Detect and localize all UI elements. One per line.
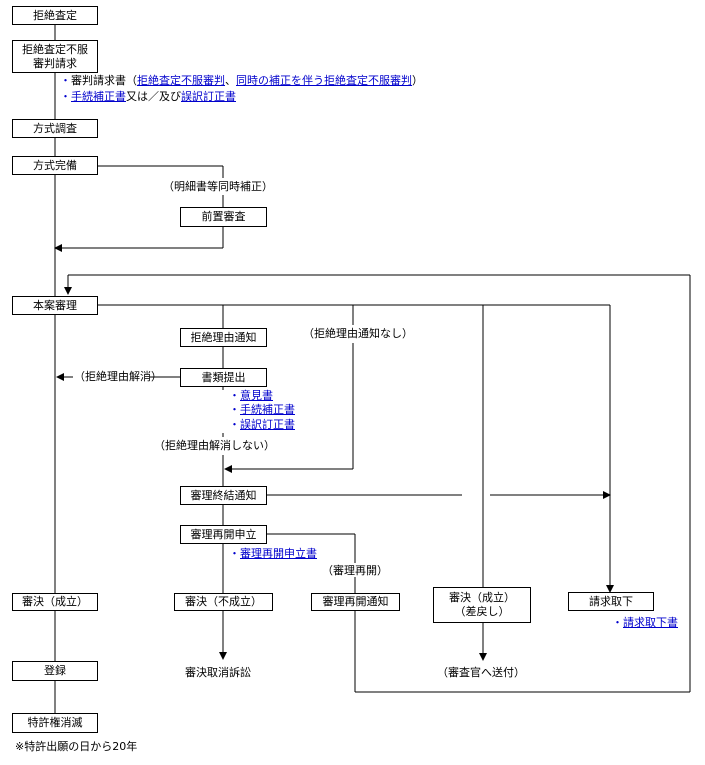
note-submission-opinion: ・意見書 [229, 389, 273, 403]
bullet: ・ [229, 418, 240, 431]
link-submission-correction[interactable]: 誤訳訂正書 [240, 418, 295, 431]
node-exam-end-notice: 審理終結通知 [180, 486, 267, 505]
note-mid: 又は／及び [126, 90, 181, 103]
node-pre-exam: 前置審査 [180, 207, 267, 227]
node-formality-done: 方式完備 [12, 156, 98, 175]
link-reopen-request-form[interactable]: 審理再開申立書 [240, 547, 317, 560]
link-written-opinion[interactable]: 意見書 [240, 389, 273, 402]
link-procedural-amendment[interactable]: 手続補正書 [71, 90, 126, 103]
link-submission-amendment[interactable]: 手続補正書 [240, 403, 295, 416]
note-suffix: ） [412, 74, 423, 87]
node-rejection-reason-notice: 拒絶理由通知 [180, 328, 267, 347]
note-submission-correction: ・誤訳訂正書 [229, 418, 295, 432]
label-reopened: （審理再開） [322, 564, 388, 578]
note-reopen-doc: ・審理再開申立書 [229, 547, 317, 561]
note-amend-docs: ・手続補正書又は／及び誤訳訂正書 [60, 90, 236, 104]
node-decision-granted: 審決（成立） [12, 593, 98, 611]
node-exam-reopen-request: 審理再開申立 [180, 525, 267, 544]
node-reopen-notice: 審理再開通知 [311, 593, 400, 611]
label-no-rejection-reason: （拒絶理由通知なし） [303, 327, 413, 341]
bullet: ・ [229, 403, 240, 416]
label-amendment: （明細書等同時補正） [163, 180, 273, 194]
label-revocation-suit: 審決取消訴訟 [185, 666, 251, 680]
footnote: ※特許出願の日から20年 [15, 740, 137, 754]
node-appeal-request: 拒絶査定不服 審判請求 [12, 40, 98, 73]
bullet: ・ [612, 616, 623, 629]
node-rejection: 拒絶査定 [12, 6, 98, 25]
bullet: ・ [60, 90, 71, 103]
label-reason-not-resolved: （拒絶理由解消しない） [154, 439, 275, 453]
bullet: ・ [229, 547, 240, 560]
node-registration: 登録 [12, 661, 98, 681]
bullet: ・ [229, 389, 240, 402]
node-withdrawal: 請求取下 [568, 592, 654, 611]
label-to-examiner: （審査官へ送付） [437, 666, 525, 680]
link-withdrawal-form[interactable]: 請求取下書 [623, 616, 678, 629]
note-request-docs: ・審判請求書（拒絶査定不服審判、同時の補正を伴う拒絶査定不服審判） [60, 74, 423, 88]
node-patent-expiry: 特許権消滅 [12, 713, 98, 733]
note-prefix: 審判請求書（ [71, 74, 137, 87]
link-translation-correction[interactable]: 誤訳訂正書 [181, 90, 236, 103]
note-withdrawal-doc: ・請求取下書 [612, 616, 678, 630]
link-appeal-with-amendment[interactable]: 同時の補正を伴う拒絶査定不服審判 [236, 74, 412, 87]
note-separator: 、 [225, 74, 236, 87]
bullet: ・ [60, 74, 71, 87]
node-decision-remand: 審決（成立） （差戻し） [433, 587, 531, 623]
node-formality-check: 方式調査 [12, 119, 98, 138]
node-main-exam: 本案審理 [12, 296, 98, 315]
label-reason-resolved: （拒絶理由解消） [74, 370, 162, 384]
link-appeal-rejection[interactable]: 拒絶査定不服審判 [137, 74, 225, 87]
note-submission-amendment: ・手続補正書 [229, 403, 295, 417]
node-doc-submission: 書類提出 [180, 368, 267, 387]
node-decision-not-granted: 審決（不成立） [174, 593, 273, 611]
